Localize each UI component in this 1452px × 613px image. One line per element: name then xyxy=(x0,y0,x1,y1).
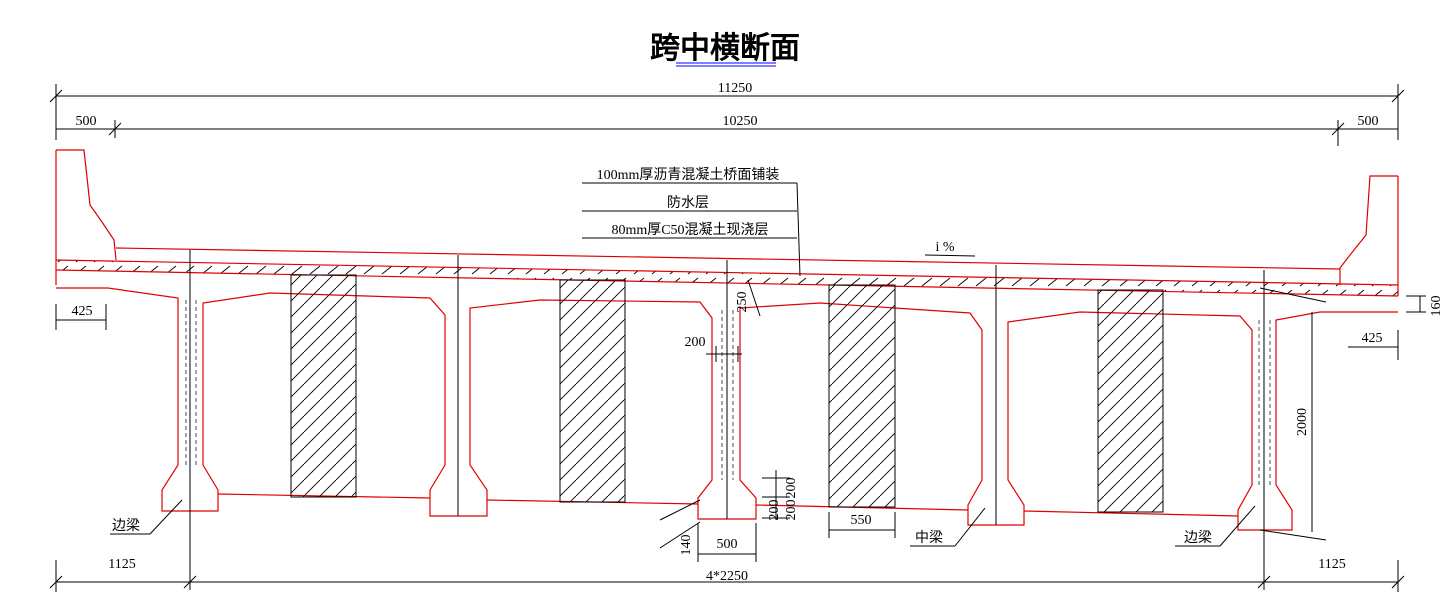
diaphragm-2 xyxy=(559,279,626,503)
beam-spacing-label: 4*2250 xyxy=(706,569,748,584)
diaphragms xyxy=(290,274,1164,513)
right-deck-depth-dim: 160 xyxy=(1406,295,1444,317)
beam-height-label: 2000 xyxy=(1295,408,1310,436)
beam-centerlines xyxy=(189,250,1265,590)
bottom-line-4 xyxy=(1023,510,1239,517)
asphalt-layer-label: 100mm厚沥青混凝土桥面铺装 xyxy=(597,167,780,183)
diaphragm-3 xyxy=(828,284,896,508)
web-width-dim: 200 xyxy=(685,335,742,362)
deck-surface-top xyxy=(115,247,1341,270)
bottom-width-dim: 500 140 xyxy=(659,499,757,562)
flange-thickness-label: 250 xyxy=(735,292,750,313)
web-width-label: 200 xyxy=(685,335,706,350)
drawing-title: 跨中横断面 xyxy=(650,31,800,66)
left-edge-beam-label: 边梁 xyxy=(112,518,140,534)
concrete-layer-label: 80mm厚C50混凝土现浇层 xyxy=(611,222,768,238)
right-barrier xyxy=(1339,175,1399,296)
bulb-height-b-label: 200 xyxy=(767,500,782,521)
waterproof-layer-label: 防水层 xyxy=(667,195,709,211)
left-overhang-label: 425 xyxy=(72,304,93,319)
right-overhang-dim: 425 xyxy=(1348,330,1399,360)
left-overhang-dim: 425 xyxy=(55,304,107,330)
deck-width-label: 10250 xyxy=(723,114,758,129)
diaphragm-gap-dim: 550 xyxy=(828,512,896,538)
beam-height-dim: 2000 xyxy=(1259,287,1327,541)
bottom-width-label: 500 xyxy=(717,537,738,552)
flange-thickness-dim: 250 xyxy=(735,279,761,317)
layer-callouts: 100mm厚沥青混凝土桥面铺装 防水层 80mm厚C50混凝土现浇层 xyxy=(582,167,801,277)
total-width-label: 11250 xyxy=(718,81,752,96)
middle-beam-label: 中梁 xyxy=(915,530,943,546)
web-dashes xyxy=(185,300,1271,485)
top-dimensions: 11250 500 10250 500 xyxy=(49,81,1405,146)
right-deck-depth-label: 160 xyxy=(1429,296,1444,317)
left-edge-label: 1125 xyxy=(108,557,135,572)
right-edge-label: 1125 xyxy=(1318,557,1345,572)
bottom-dimensions: 1125 4*2250 1125 xyxy=(49,557,1405,592)
left-curb-label: 500 xyxy=(76,114,97,129)
right-curb-label: 500 xyxy=(1358,114,1379,129)
right-edge-beam-label: 边梁 xyxy=(1184,530,1212,546)
bottom-chamfer-label: 140 xyxy=(679,535,694,556)
diaphragm-4 xyxy=(1097,289,1164,513)
bulb-height-c-label: 200 xyxy=(784,500,799,521)
diaphragm-gap-label: 550 xyxy=(851,513,872,528)
slope-label: i % xyxy=(935,240,954,255)
slope-arrow-line xyxy=(924,254,976,257)
bulb-height-dims: 200 200 200 xyxy=(762,470,799,521)
diaphragm-1 xyxy=(290,274,357,498)
beam-labels: 边梁 中梁 边梁 xyxy=(110,499,1256,547)
bulb-height-a-label: 200 xyxy=(784,478,799,499)
right-overhang-label: 425 xyxy=(1362,331,1383,346)
